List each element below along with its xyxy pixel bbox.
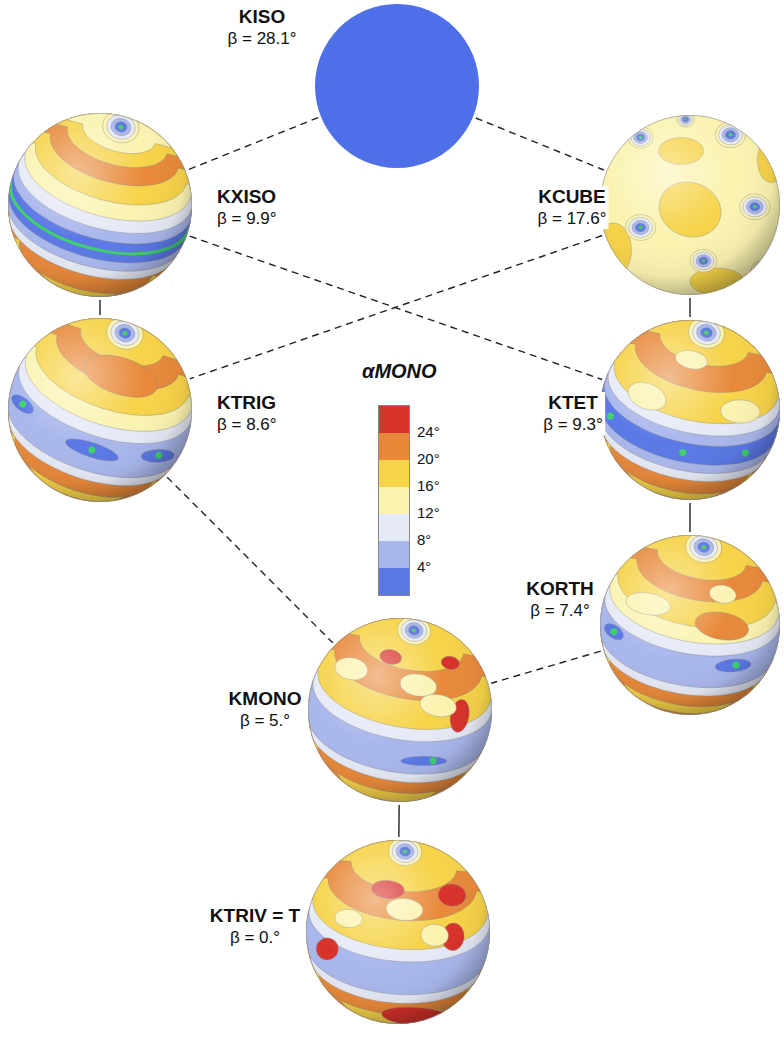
lattice-link	[190, 236, 602, 379]
node-label: KTRIV = Tβ = 0.°	[208, 905, 302, 948]
tick-label: 12°	[417, 504, 440, 522]
sphere-map	[8, 318, 192, 502]
lattice-link	[491, 651, 601, 683]
legend-entry: 24°	[378, 433, 410, 460]
node-label: KMONOβ = 5.°	[227, 688, 304, 731]
sphere-map	[8, 113, 192, 297]
beta-value: β = 8.6°	[215, 414, 279, 435]
sphere-map	[308, 618, 492, 802]
sphere-node: KTETβ = 9.3°	[600, 320, 780, 500]
lattice-link	[476, 118, 604, 170]
legend-swatch	[379, 460, 409, 487]
legend-entry: 4°	[378, 568, 410, 596]
node-label: KORTHβ = 7.4°	[524, 578, 596, 621]
sphere-map	[600, 535, 780, 715]
tensor-name: KORTH	[524, 578, 596, 600]
sphere-map	[315, 4, 479, 168]
legend-swatch	[379, 487, 409, 514]
tensor-name: KXISO	[215, 186, 279, 208]
beta-value: β = 5.°	[227, 710, 304, 731]
tensor-name: KISO	[225, 6, 298, 28]
sphere-node: KTRIGβ = 8.6°	[8, 318, 192, 502]
sphere-node: KORTHβ = 7.4°	[600, 535, 780, 715]
tensor-name: KTRIV = T	[208, 905, 302, 927]
legend-entry: 20°	[378, 460, 410, 487]
tick-label: 8°	[417, 531, 431, 549]
node-label: KTRIGβ = 8.6°	[215, 392, 279, 435]
tensor-name: KTET	[541, 392, 605, 414]
legend-entry: 16°	[378, 487, 410, 514]
beta-value: β = 9.3°	[541, 414, 605, 435]
beta-value: β = 28.1°	[225, 28, 298, 49]
sphere-map	[306, 840, 490, 1024]
beta-value: β = 9.9°	[215, 208, 279, 229]
lattice-link	[398, 805, 400, 837]
beta-value: β = 17.6°	[535, 208, 608, 229]
legend-title: αMONO	[362, 360, 437, 383]
tick-label: 4°	[417, 558, 431, 576]
legend-swatch	[379, 514, 409, 541]
lattice-link	[99, 300, 100, 315]
legend-entry: 8°	[378, 541, 410, 568]
beta-value: β = 0.°	[208, 927, 302, 948]
node-label: KISOβ = 28.1°	[225, 6, 298, 49]
color-bar: 24°20°16°12°8°4°	[378, 405, 408, 596]
legend-swatch	[379, 541, 409, 568]
color-band	[378, 405, 410, 433]
sphere-node: KMONOβ = 5.°	[308, 618, 492, 802]
node-label: KXISOβ = 9.9°	[215, 186, 279, 229]
node-label: KCUBEβ = 17.6°	[535, 186, 608, 229]
lattice-link	[167, 477, 333, 643]
tensor-name: KMONO	[227, 688, 304, 710]
lattice-link	[689, 298, 690, 317]
legend-swatch	[379, 568, 409, 595]
sphere-map	[600, 320, 780, 500]
sphere-node: KTRIV = Tβ = 0.°	[306, 840, 490, 1024]
tick-label: 24°	[417, 423, 440, 441]
legend-entry: 12°	[378, 514, 410, 541]
lattice-link	[188, 118, 318, 170]
tensor-name: KTRIG	[215, 392, 279, 414]
sphere-node: KXISOβ = 9.9°	[8, 113, 192, 297]
lattice-link	[689, 503, 690, 532]
tick-label: 16°	[417, 477, 440, 495]
beta-value: β = 7.4°	[524, 600, 596, 621]
node-label: KTETβ = 9.3°	[541, 392, 605, 435]
sphere-node: KCUBEβ = 17.6°	[600, 115, 780, 295]
tick-label: 20°	[417, 450, 440, 468]
sphere-node: KISOβ = 28.1°	[315, 4, 479, 168]
lattice-link	[190, 236, 602, 379]
legend-swatch	[379, 433, 409, 460]
sphere-map	[600, 115, 780, 295]
tensor-name: KCUBE	[535, 186, 608, 208]
